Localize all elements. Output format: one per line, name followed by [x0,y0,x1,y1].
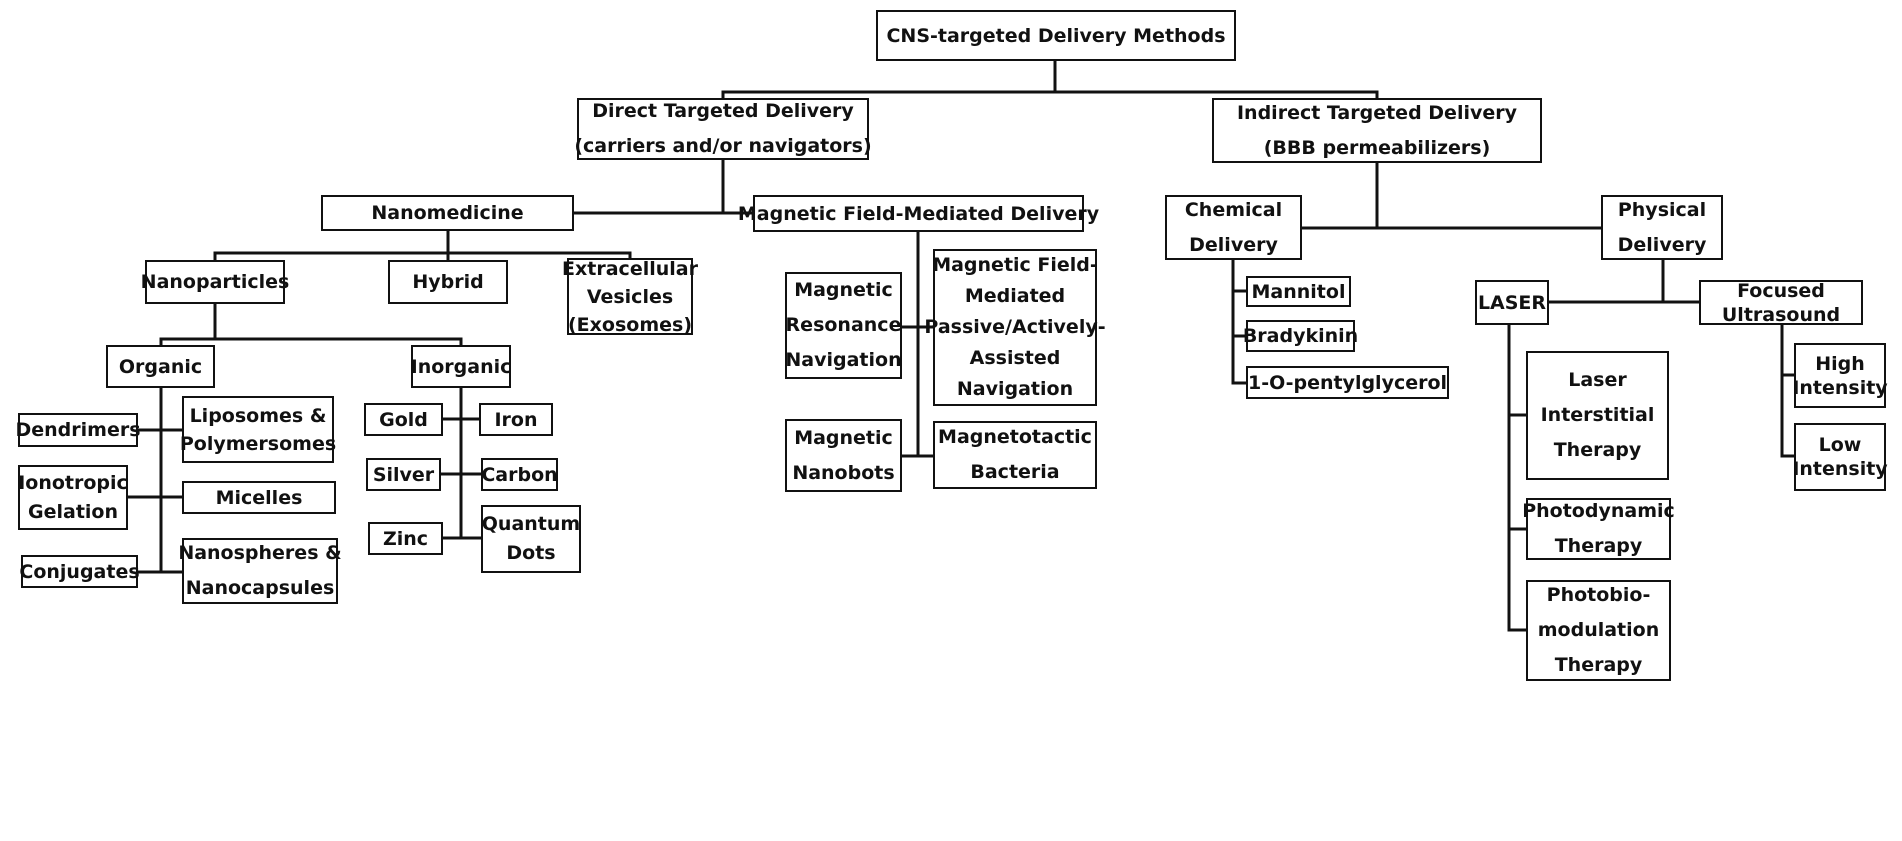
node-physical-delivery: Physical Delivery [1601,195,1723,260]
node-nanospheres-nanocapsules: Nanospheres & Nanocapsules [178,538,342,604]
node-nanomedicine: Nanomedicine [321,195,574,231]
node-micelles: Micelles [182,481,336,514]
node-magnetic-field-mediated-delivery: Magnetic Field-Mediated Delivery [738,195,1099,232]
node-inorganic: Inorganic [411,345,511,388]
node-dendrimers: Dendrimers [15,413,141,447]
node-carbon: Carbon [481,458,558,491]
node-mannitol: Mannitol [1246,276,1351,307]
node-conjugates: Conjugates [19,555,140,588]
node-focused-ultrasound: Focused Ultrasound [1699,280,1863,326]
node-zinc: Zinc [368,522,443,555]
node-iron: Iron [479,403,553,436]
node-hybrid: Hybrid [388,260,508,304]
node-indirect-targeted-delivery: Indirect Targeted Delivery (BBB permeabi… [1212,98,1542,163]
node-bradykinin: Bradykinin [1243,320,1358,352]
node-photodynamic-therapy: Photodynamic Therapy [1522,498,1675,560]
node-organic: Organic [106,345,215,388]
node-extracellular-vesicles: Extracellular Vesicles (Exosomes) [562,257,698,336]
node-silver: Silver [366,458,441,491]
node-magnetotactic-bacteria: Magnetotactic Bacteria [933,421,1097,489]
node-chemical-delivery: Chemical Delivery [1165,195,1302,260]
node-high-intensity: High Intensity [1792,343,1888,408]
node-photobiomodulation-therapy: Photobio- modulation Therapy [1526,580,1671,681]
node-liposomes-polymersomes: Liposomes & Polymersomes [180,396,336,463]
node-direct-targeted-delivery: Direct Targeted Delivery (carriers and/o… [574,98,872,160]
node-quantum-dots: Quantum Dots [481,505,581,573]
node-nanoparticles: Nanoparticles [141,260,289,304]
node-gold: Gold [364,403,443,436]
node-ionotropic-gelation: Ionotropic Gelation [18,465,128,530]
node-1-o-pentylglycerol: 1-O-pentylglycerol [1246,366,1449,399]
node-magnetic-field-mediated-navigation: Magnetic Field- Mediated Passive/Activel… [924,249,1106,406]
node-cns-targeted-delivery-methods: CNS-targeted Delivery Methods [876,10,1236,61]
node-low-intensity: Low Intensity [1792,423,1888,491]
node-laser-interstitial-therapy: Laser Interstitial Therapy [1526,351,1669,480]
node-laser: LASER [1475,280,1549,325]
node-magnetic-nanobots: Magnetic Nanobots [785,419,902,492]
node-magnetic-resonance-navigation: Magnetic Resonance Navigation [785,272,902,379]
